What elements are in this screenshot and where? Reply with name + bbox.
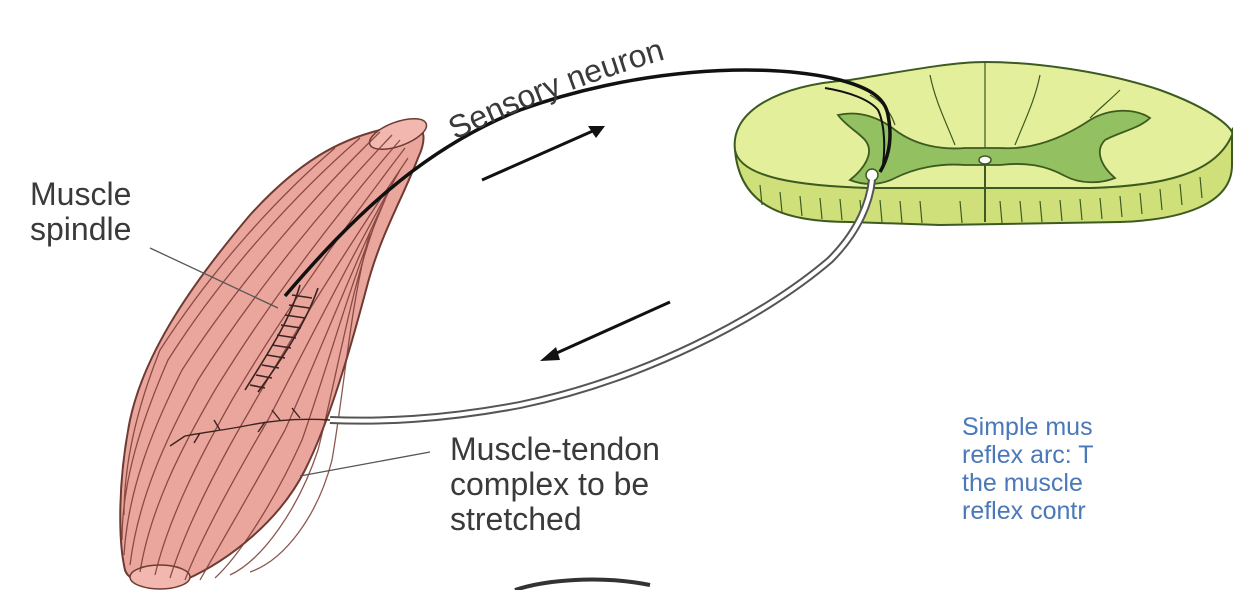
sensory-neuron-label: Sensory neuron [443,31,668,146]
spinal-cord [735,62,1233,225]
muscle-tendon-label: Muscle-tendon complex to be stretched [450,432,660,537]
muscle-tendon-leader [300,452,430,476]
bottom-partial-shape [515,580,650,590]
figure-caption: Simple mus reflex arc: T the muscle refl… [962,413,1233,525]
muscle-spindle-label: Muscle spindle [30,177,131,247]
motor-arrow [540,302,670,361]
muscle [120,112,430,589]
sensory-arrow [482,126,605,180]
